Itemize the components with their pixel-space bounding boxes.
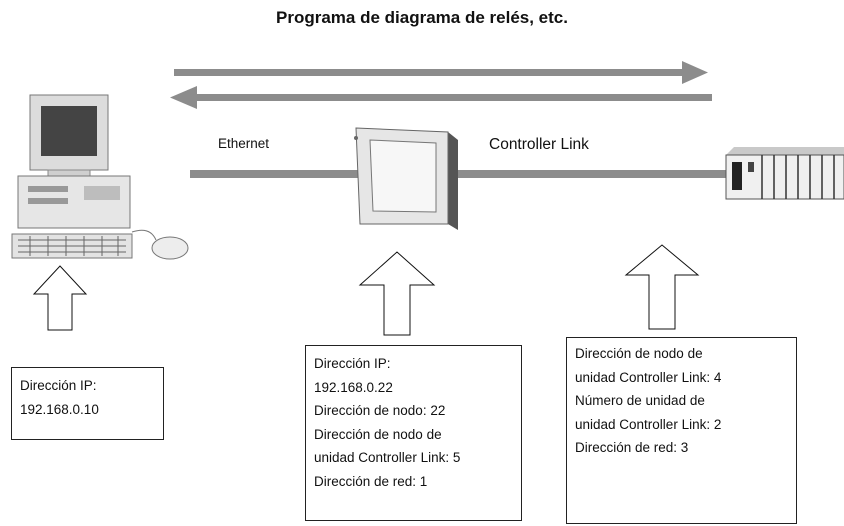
computer-icon [11, 94, 189, 260]
pc-info-line: Dirección IP: [20, 378, 97, 393]
pc-info-box: Dirección IP: 192.168.0.10 [11, 367, 164, 440]
plc-info-line: Dirección de red: 3 [575, 440, 689, 455]
ethernet-label: Ethernet [218, 136, 270, 151]
pt-info-line: unidad Controller Link: 5 [314, 450, 461, 465]
pt-info-line: Dirección de nodo: 22 [314, 403, 446, 418]
ethernet-line [190, 170, 360, 178]
pt-info-line: Dirección IP: [314, 356, 391, 371]
arrow-up-pc [32, 265, 88, 331]
pt-info-box: Dirección IP: 192.168.0.22 Dirección de … [305, 345, 522, 521]
controller-link-line [458, 170, 730, 178]
arrow-up-pt [358, 251, 436, 336]
plc-info-line: Número de unidad de [575, 393, 705, 408]
plc-info-line: Dirección de nodo de [575, 346, 703, 361]
plc-info-line: unidad Controller Link: 4 [575, 369, 722, 385]
plc-info-line: unidad Controller Link: 2 [575, 416, 722, 432]
plc-info-box: Dirección de nodo de unidad Controller L… [566, 337, 797, 524]
pt-info-line: Dirección de nodo de [314, 426, 442, 442]
touch-panel-icon [354, 127, 458, 230]
pt-info-line: 192.168.0.22 [314, 379, 393, 395]
pt-info-line: Dirección de red: 1 [314, 473, 428, 489]
controller-link-label: Controller Link [489, 136, 589, 153]
transfer-arrow-right [174, 61, 708, 84]
arrow-up-plc [624, 244, 700, 330]
plc-icon [725, 147, 844, 200]
transfer-arrow-left [170, 86, 712, 109]
diagram-title: Programa de diagrama de relés, etc. [276, 8, 568, 27]
pc-info-line: 192.168.0.10 [20, 401, 99, 417]
